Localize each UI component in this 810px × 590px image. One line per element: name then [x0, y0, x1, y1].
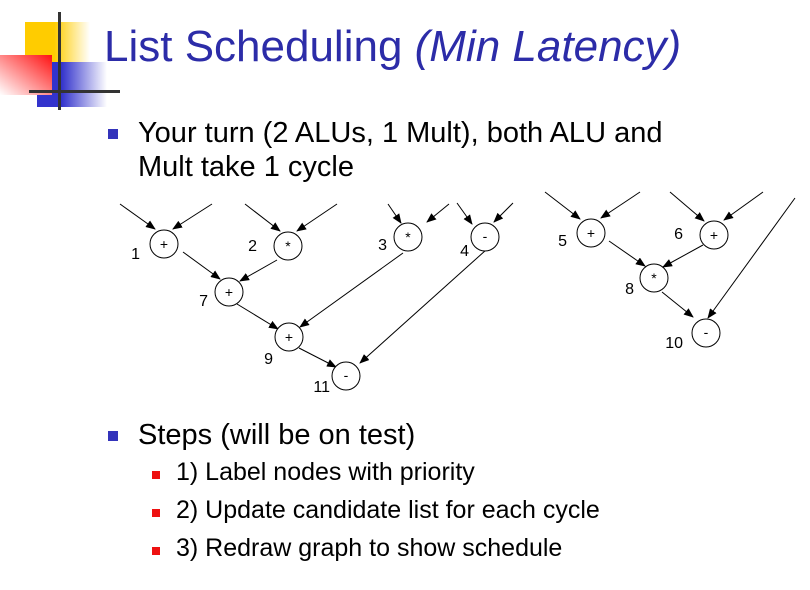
node-4 [470, 222, 500, 252]
node-6-label: 6 [674, 226, 683, 243]
node-8-op: * [651, 270, 657, 286]
sub-bullet-square-icon [152, 471, 160, 479]
node-7-label: 7 [199, 293, 208, 310]
node-6 [699, 220, 729, 250]
node-1 [149, 229, 179, 259]
node-4-op: - [483, 228, 488, 244]
bullet-text-line1: Steps (will be on test) [138, 419, 416, 451]
sub-bullet-2: 2) Update candidate list for each cycle [152, 496, 600, 525]
slide-title: List Scheduling (Min Latency) [104, 22, 681, 72]
node-6-op: + [710, 227, 718, 243]
sub-bullet-1: 1) Label nodes with priority [152, 458, 475, 487]
node-3-op: * [405, 229, 411, 245]
sub-bullet-text: 2) Update candidate list for each cycle [176, 496, 600, 524]
node-9-label: 9 [264, 351, 273, 368]
node-8 [639, 263, 669, 293]
bullet-square-icon [108, 431, 118, 441]
node-9 [274, 322, 304, 352]
node-3-label: 3 [378, 237, 387, 254]
sub-bullet-square-icon [152, 509, 160, 517]
node-5 [576, 218, 606, 248]
node-4-label: 4 [460, 243, 469, 260]
title-main: List Scheduling [104, 22, 403, 71]
title-subtitle: (Min Latency) [414, 22, 682, 71]
bullet-square-icon [108, 129, 118, 139]
node-11 [331, 361, 361, 391]
sub-bullet-text: 3) Redraw graph to show schedule [176, 534, 563, 562]
node-5-op: + [587, 225, 595, 241]
node-11-label: 11 [313, 379, 330, 396]
node-5-label: 5 [558, 233, 567, 250]
node-9-op: + [285, 329, 293, 345]
node-10-label: 10 [665, 335, 683, 352]
sub-bullet-3: 3) Redraw graph to show schedule [152, 534, 563, 563]
sub-bullet-text: 1) Label nodes with priority [176, 458, 475, 486]
node-2 [273, 231, 303, 261]
bullet-text-line1: Your turn (2 ALUs, 1 Mult), both ALU and [138, 117, 663, 149]
node-1-op: + [160, 236, 168, 252]
bullet-your-turn: Your turn (2 ALUs, 1 Mult), both ALU and… [108, 116, 663, 184]
node-7 [214, 277, 244, 307]
bullet-text-line2: Mult take 1 cycle [138, 151, 354, 183]
node-3 [393, 222, 423, 252]
sub-bullet-square-icon [152, 547, 160, 555]
node-10-op: - [704, 324, 709, 340]
node-11-op: - [344, 367, 349, 383]
slide-logo-decoration [0, 12, 120, 110]
node-7-op: + [225, 284, 233, 300]
node-1-label: 1 [131, 246, 140, 263]
node-2-label: 2 [248, 238, 257, 255]
bullet-steps: Steps (will be on test) [108, 418, 416, 452]
node-8-label: 8 [625, 281, 634, 298]
node-10 [691, 318, 721, 348]
node-2-op: * [285, 238, 291, 254]
